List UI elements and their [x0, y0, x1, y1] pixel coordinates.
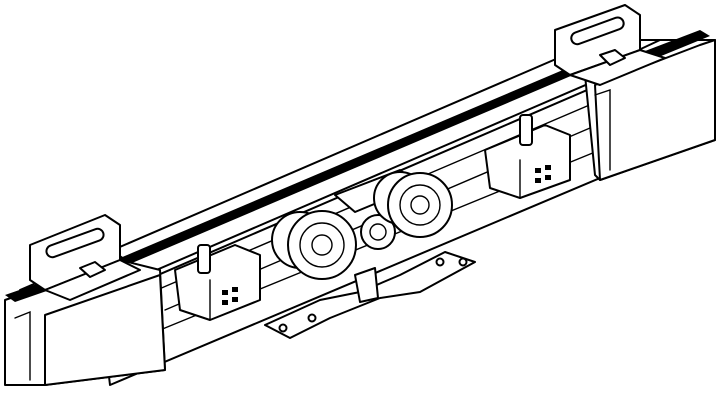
mounting-bracket-left	[29, 214, 141, 301]
roller-wheels	[271, 169, 453, 280]
mounting-bracket-right	[554, 4, 666, 86]
hanger-plate	[264, 251, 476, 339]
door-stop-left	[174, 244, 261, 321]
door-stop-right	[484, 114, 571, 199]
